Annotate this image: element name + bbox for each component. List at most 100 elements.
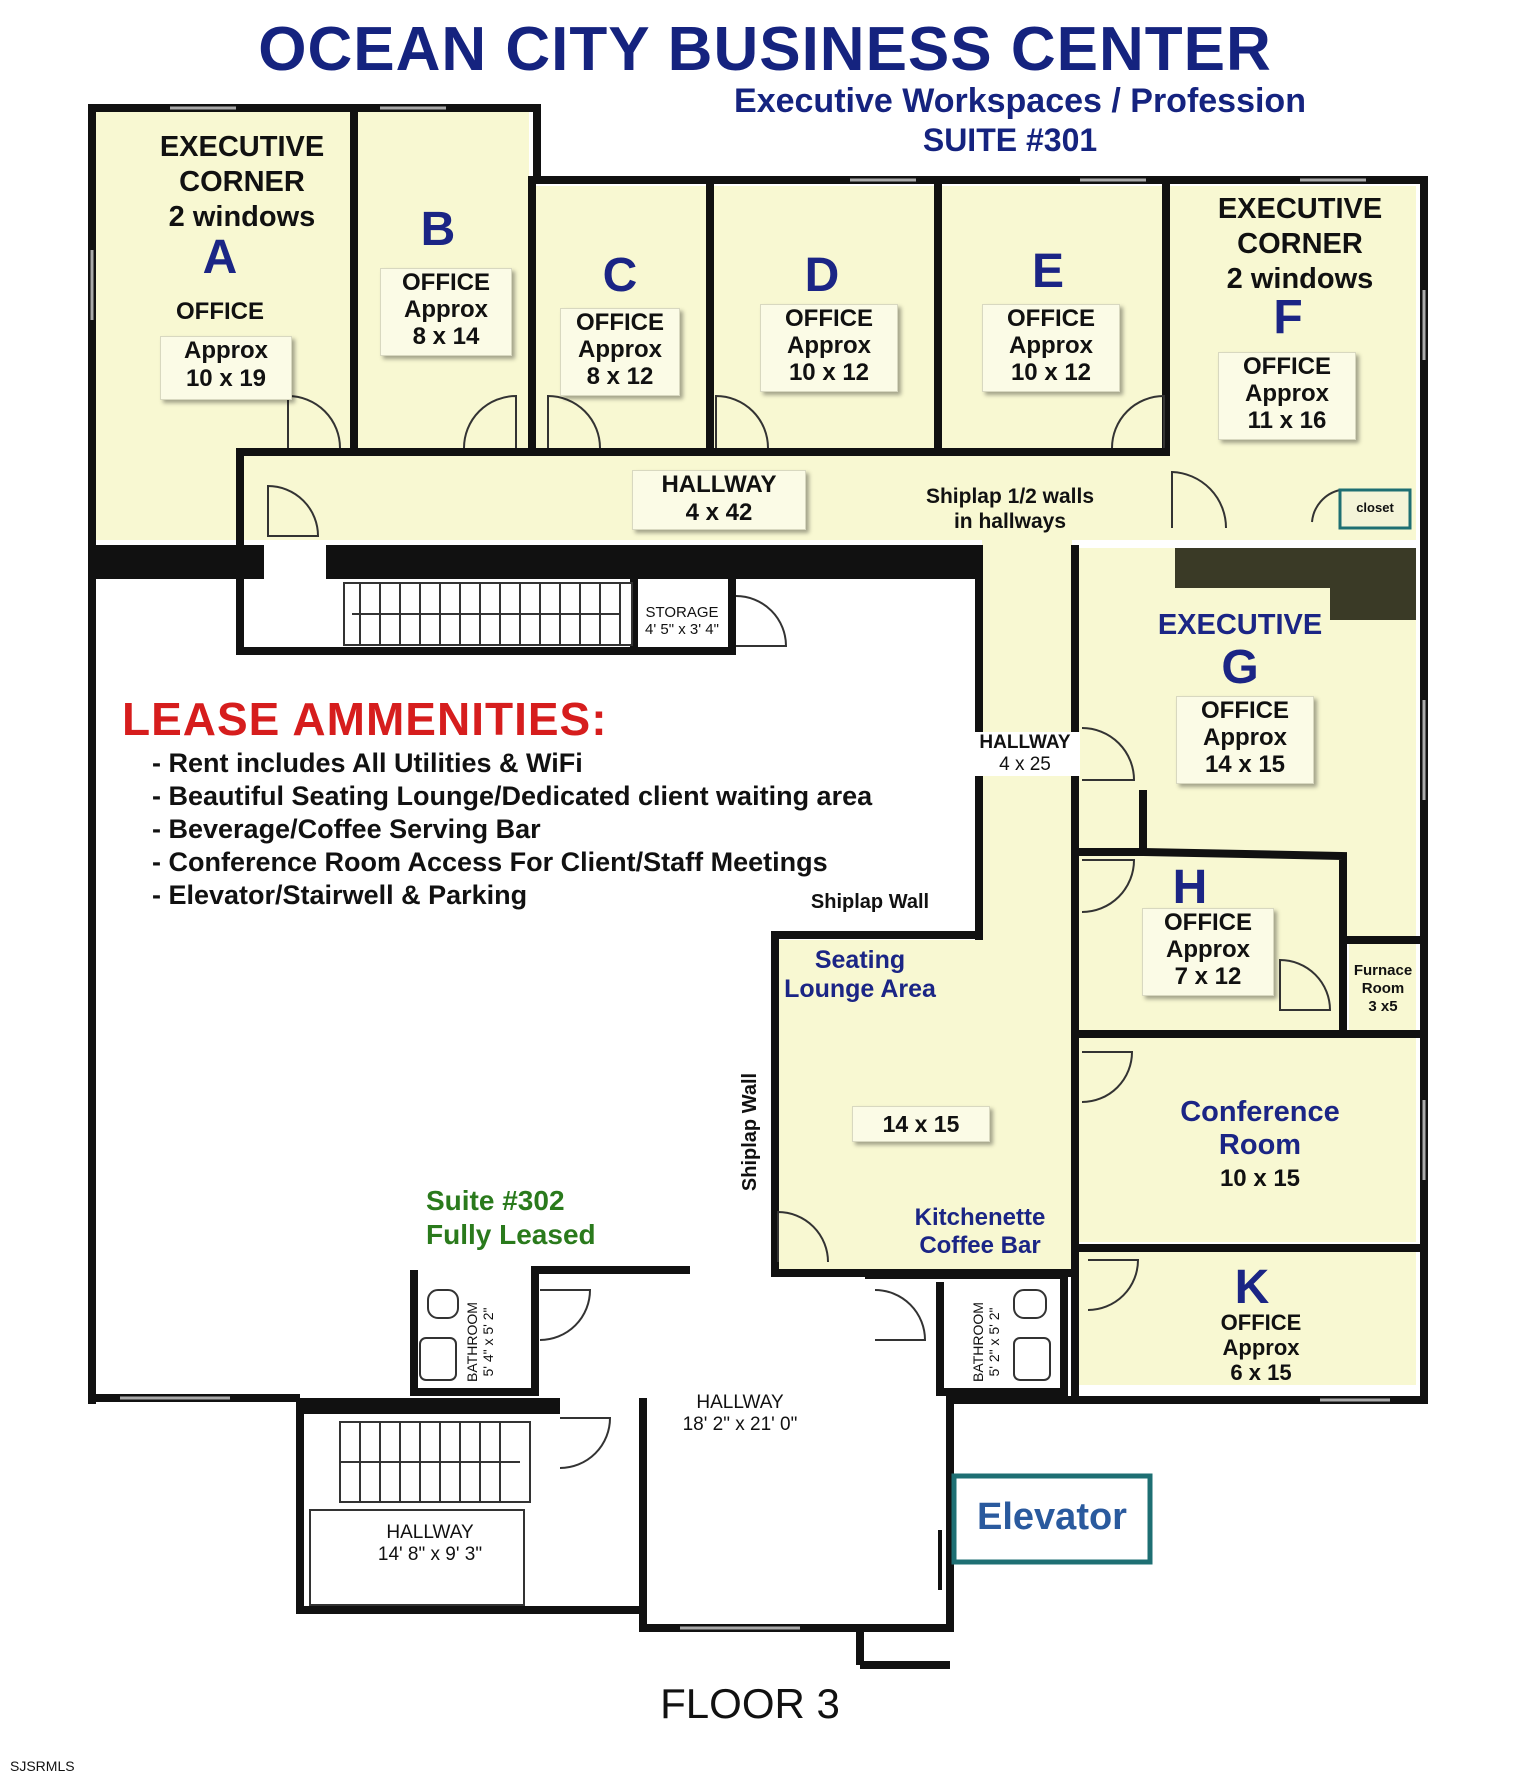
furnace-label: Furnace Room 3 x5 — [1340, 962, 1426, 1016]
shiplap-note-line-1: Shiplap 1/2 walls — [925, 485, 1095, 508]
door-b — [463, 394, 517, 449]
door-d — [715, 394, 769, 449]
stairs-upper — [343, 582, 633, 646]
door-hall — [267, 484, 320, 537]
office-g-approx: Approx — [1203, 724, 1287, 751]
hallway-stair-size: 14' 8" x 9' 3" — [377, 1544, 483, 1565]
hallway-side-title: HALLWAY — [979, 732, 1071, 753]
office-k-letter: K — [1234, 1261, 1270, 1314]
furnace-line-2: Room — [1361, 980, 1405, 997]
door-bath-right — [874, 1289, 927, 1341]
office-f-size: 11 x 16 — [1247, 407, 1327, 434]
wall-bottom-band — [300, 1398, 560, 1414]
kitchenette-line-2: Coffee Bar — [919, 1232, 1041, 1259]
office-a-heading-2: CORNER — [179, 165, 305, 198]
hallway-lower-title: HALLWAY — [696, 1392, 784, 1413]
hallway-lower-label: HALLWAY 18' 2" x 21' 0" — [650, 1392, 830, 1436]
wall-band-2 — [326, 545, 982, 579]
storage-label: STORAGE 4' 5" x 3' 4" — [632, 604, 732, 638]
office-f-type: OFFICE — [1243, 353, 1331, 380]
lounge-line-2: Lounge Area — [784, 975, 936, 1003]
office-c-size: 8 x 12 — [586, 363, 654, 390]
door-bath-left — [539, 1289, 592, 1341]
page-subtitle: Executive Workspaces / Profession — [734, 82, 1306, 120]
office-b-type: OFFICE — [402, 269, 490, 296]
door-k — [1087, 1259, 1140, 1311]
office-f-heading: EXECUTIVE CORNER 2 windows — [1190, 192, 1410, 296]
office-e-approx: Approx — [1009, 332, 1093, 359]
lounge-size-box: 14 x 15 — [852, 1106, 990, 1142]
amenity-item: - Elevator/Stairwell & Parking — [152, 880, 528, 910]
shaft-shade-2 — [1330, 580, 1416, 620]
office-e-letter: E — [1031, 245, 1064, 298]
stairs-lower — [309, 1421, 531, 1606]
office-h-size: 7 x 12 — [1174, 963, 1242, 990]
toilet-left — [427, 1289, 459, 1319]
closet-label: closet — [1356, 500, 1394, 515]
bathroom-left-title: BATHROOM — [464, 1302, 480, 1382]
office-g-heading: EXECUTIVE — [1157, 609, 1323, 641]
amenity-item: - Rent includes All Utilities & WiFi — [152, 748, 583, 778]
wall-bath-right — [865, 1271, 1068, 1396]
office-k-label: OFFICE Approx 6 x 15 — [1206, 1310, 1316, 1385]
office-f-letter: F — [1273, 291, 1303, 344]
suite-302-label: Suite #302 Fully Leased — [426, 1184, 616, 1252]
office-b-size: 8 x 14 — [412, 323, 480, 350]
office-b-letter: B — [420, 203, 456, 256]
hallway-side-label: HALLWAY 4 x 25 — [970, 732, 1080, 776]
door-g — [1081, 727, 1136, 781]
wall-stair-upper — [236, 579, 736, 655]
office-k-size: 6 x 15 — [1230, 1360, 1292, 1385]
office-f-heading-1: EXECUTIVE — [1217, 193, 1383, 225]
wall-stair-lower — [296, 1398, 954, 1632]
storage-size: 4' 5" x 3' 4" — [645, 621, 719, 638]
amenities-heading: LEASE AMMENITIES: — [122, 693, 608, 745]
conference-size: 10 x 15 — [1219, 1165, 1301, 1192]
office-d-size-box: OFFICE Approx 10 x 12 — [760, 304, 898, 392]
office-g-letter: G — [1221, 641, 1259, 694]
hallway-main-box: HALLWAY 4 x 42 — [632, 470, 806, 530]
shiplap-wall-side: Shiplap Wall — [739, 1072, 761, 1192]
office-a-size: 10 x 19 — [185, 365, 267, 392]
hallway-stair-label: HALLWAY 14' 8" x 9' 3" — [340, 1522, 520, 1566]
lounge-fill — [776, 940, 1072, 1270]
watermark: SJSRMLS — [10, 1758, 75, 1774]
office-b-approx: Approx — [404, 296, 488, 323]
furnace-line-1: Furnace — [1353, 962, 1413, 979]
shiplap-note-line-2: in hallways — [953, 510, 1067, 534]
hallway-stair-box — [309, 1509, 525, 1606]
office-f-approx: Approx — [1245, 380, 1329, 407]
wall-bath-left — [410, 1266, 690, 1396]
walls — [88, 104, 1428, 1404]
office-h-type: OFFICE — [1164, 909, 1252, 936]
hallway-stair-title: HALLWAY — [386, 1522, 474, 1543]
door-a — [287, 394, 341, 449]
door-e — [1111, 394, 1165, 449]
office-a-approx: Approx — [184, 337, 268, 364]
wall-band — [92, 545, 264, 579]
amenity-item: - Beautiful Seating Lounge/Dedicated cli… — [152, 781, 873, 811]
elevator-label: Elevator — [977, 1496, 1127, 1538]
bathroom-left-size: 5' 4" x 5' 2" — [480, 1307, 496, 1377]
door-f — [1171, 470, 1227, 529]
conference-fill — [1078, 1036, 1416, 1242]
door-hallway-lower — [559, 1417, 612, 1469]
closet-box — [1338, 488, 1412, 530]
office-d-approx: Approx — [787, 332, 871, 359]
door-h — [1081, 859, 1136, 913]
door-closet — [1311, 489, 1341, 523]
amenity-item: - Conference Room Access For Client/Staf… — [152, 847, 828, 877]
lounge-label: Seating Lounge Area — [770, 946, 950, 1004]
office-d-size: 10 x 12 — [788, 359, 870, 386]
conference-label: Conference Room 10 x 15 — [1160, 1096, 1360, 1195]
page-title: OCEAN CITY BUSINESS CENTER — [258, 15, 1272, 84]
office-g-size-box: OFFICE Approx 14 x 15 — [1176, 696, 1314, 784]
lounge-line-1: Seating — [814, 946, 906, 974]
office-a-heading-1: EXECUTIVE — [159, 131, 325, 163]
door-lounge — [777, 1210, 829, 1263]
office-fills — [96, 112, 1416, 1385]
office-a-heading-3: 2 windows — [168, 200, 316, 233]
amenity-item: - Beverage/Coffee Serving Bar — [152, 814, 541, 844]
office-e-type: OFFICE — [1007, 305, 1095, 332]
